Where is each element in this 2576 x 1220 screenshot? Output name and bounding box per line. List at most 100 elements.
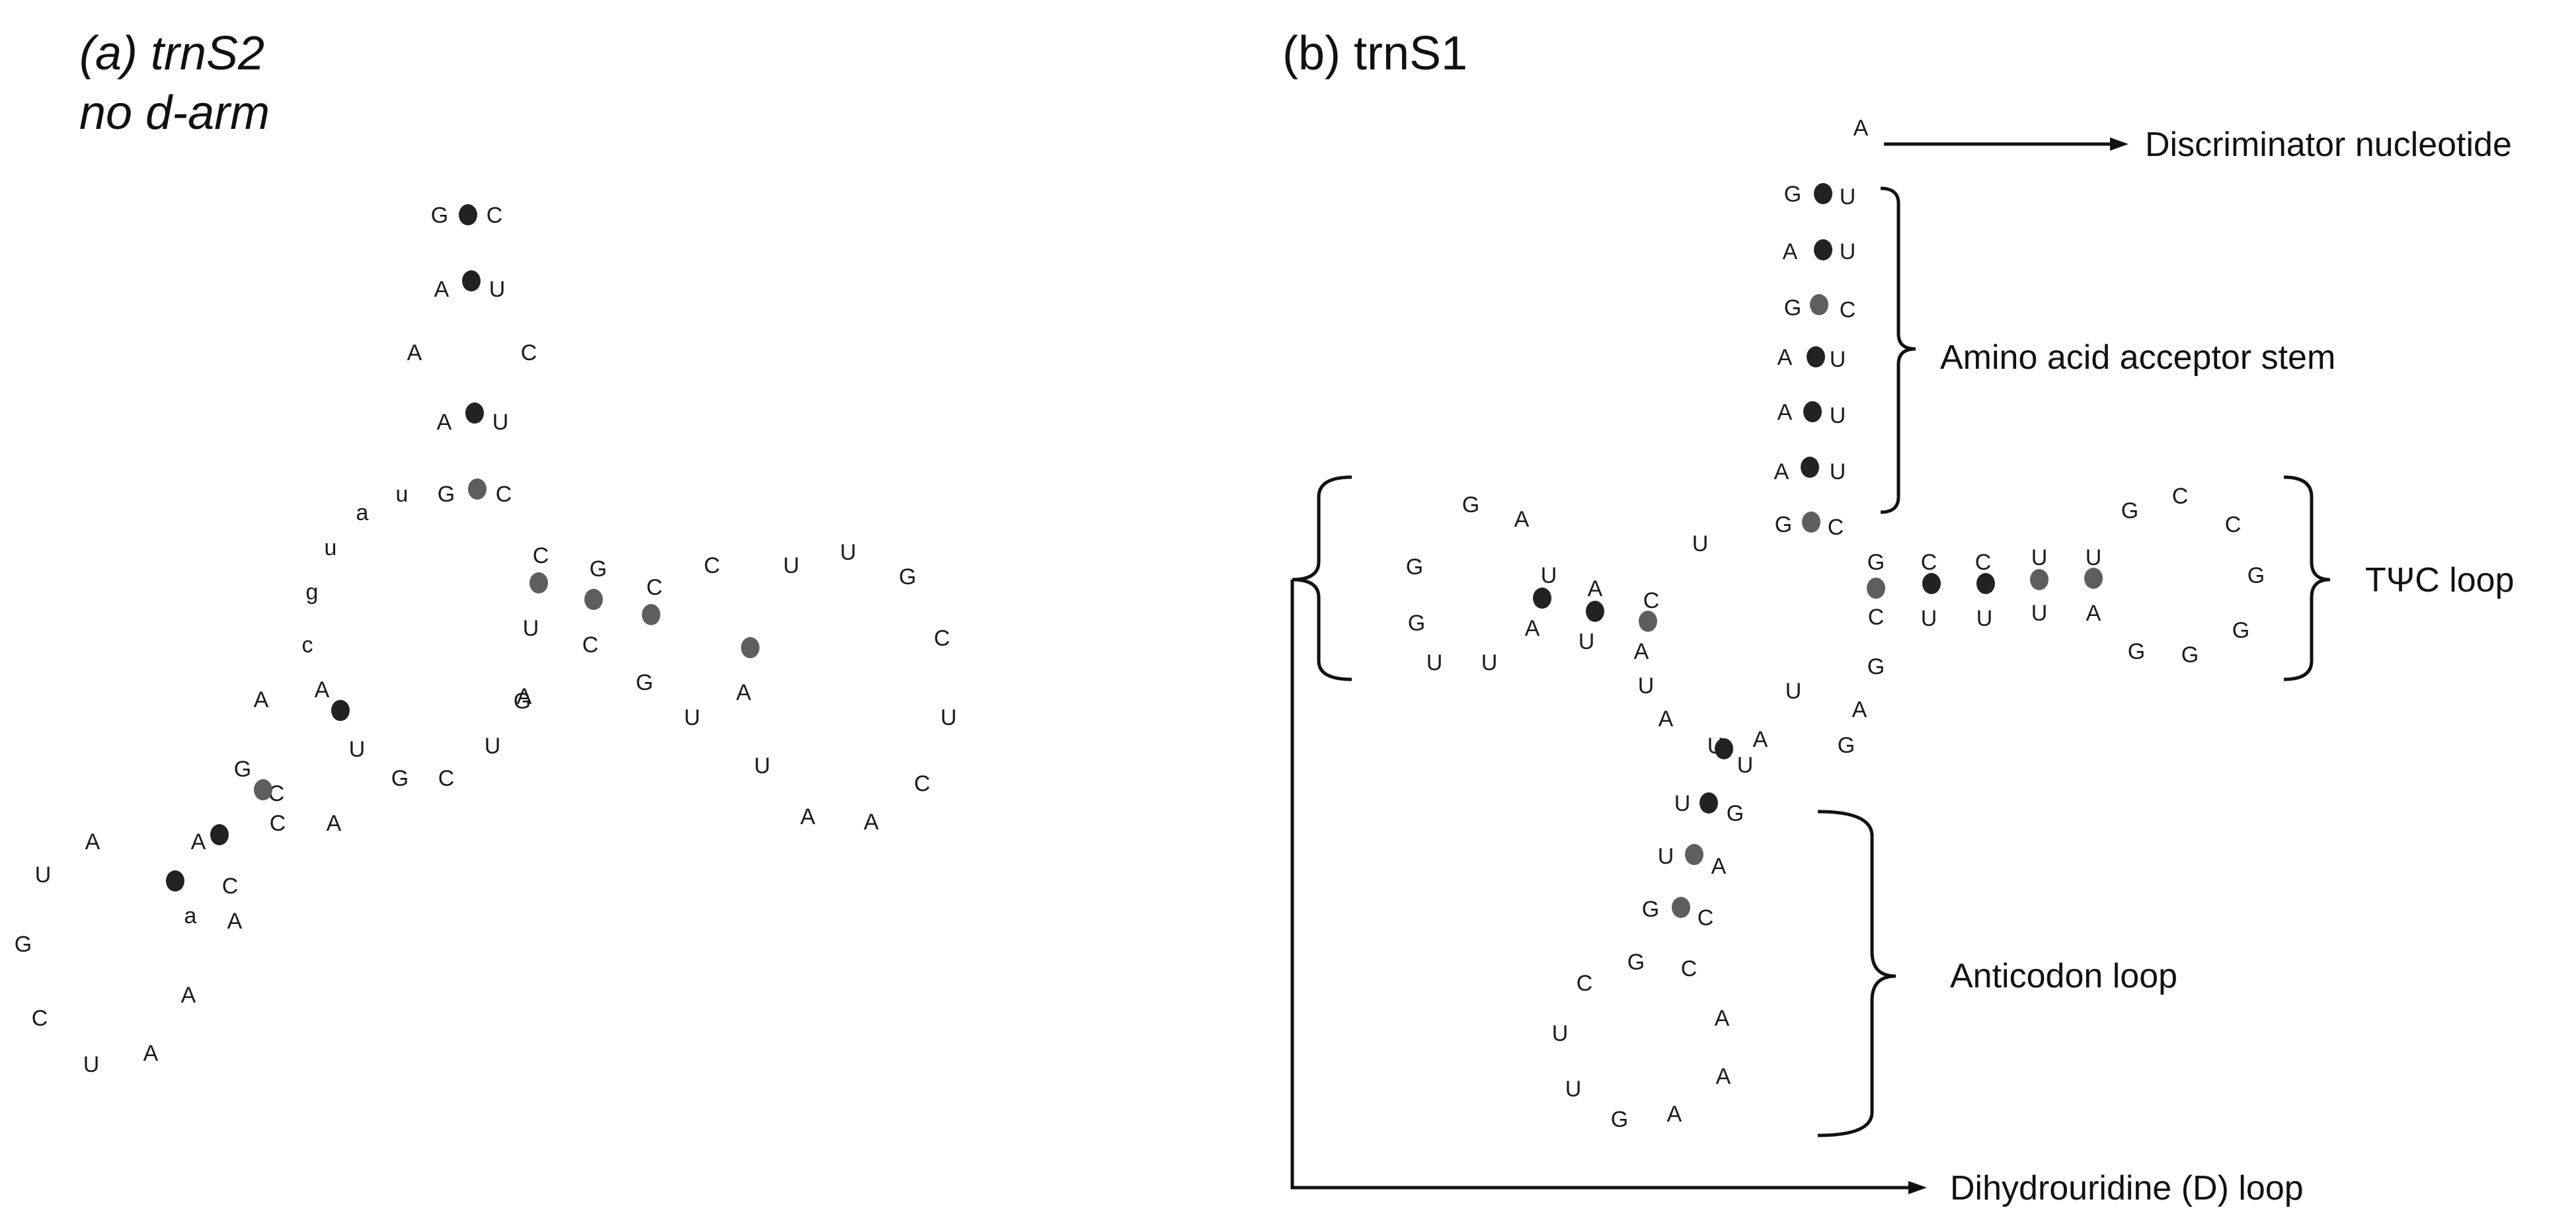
panel-a-nucleotide: U <box>349 737 366 762</box>
d-loop-label: Dihydrouridine (D) loop <box>1950 1169 2304 1207</box>
panel-a-nucleotide: g <box>306 580 319 605</box>
acceptor-stem-label: Amino acid acceptor stem <box>1940 338 2335 377</box>
panel-b-nucleotide: U <box>1840 184 1856 210</box>
panel-b-nucleotide: C <box>1868 605 1885 630</box>
anticodon-loop-bracket <box>1817 810 1896 1137</box>
panel-a-nucleotide: A <box>800 804 816 829</box>
panel-a-nucleotide: C <box>934 626 951 651</box>
panel-b-nucleotide: A <box>1711 854 1727 879</box>
anticodon-loop-label: Anticodon loop <box>1950 957 2177 995</box>
panel-b-nucleotide: A <box>1525 616 1540 641</box>
panel-b-nucleotide: U <box>1840 239 1856 264</box>
panel-a-nucleotide: c <box>302 632 313 658</box>
panel-b-nucleotide: G <box>1784 182 1801 207</box>
panel-b-base-pair-dot <box>2030 569 2049 590</box>
d-loop-arrow <box>1290 580 1914 1190</box>
panel-b-nucleotide: C <box>1975 550 1992 575</box>
panel-b-base-pair-dot <box>1639 611 1657 632</box>
d-loop-bracket <box>1292 475 1352 681</box>
panel-a-nucleotide: G <box>514 689 531 714</box>
panel-b-nucleotide: A <box>1716 1064 1731 1089</box>
panel-a-nucleotide: C <box>521 340 537 365</box>
panel-b-nucleotide: C <box>1681 956 1698 981</box>
panel-a-nucleotide: C <box>914 771 931 796</box>
panel-a-nucleotide: C <box>222 874 239 899</box>
panel-b-nucleotide: A <box>1852 697 1867 722</box>
panel-a-nucleotide: C <box>533 543 549 568</box>
panel-b-nucleotide: G <box>1784 295 1801 321</box>
panel-a-nucleotide: G <box>15 932 32 957</box>
panel-b-nucleotide: A <box>1753 727 1768 752</box>
panel-b-nucleotide: G <box>1727 801 1744 826</box>
panel-a-nucleotide: C <box>487 203 503 228</box>
panel-a-nucleotide: A <box>191 829 206 855</box>
panel-a-nucleotide: A <box>407 340 422 365</box>
panel-a-nucleotide: A <box>437 410 452 435</box>
panel-b-nucleotide: U <box>1658 844 1674 869</box>
panel-b-nucleotide: G <box>1867 550 1885 575</box>
panel-a-nucleotide: G <box>899 564 916 590</box>
panel-b-nucleotide: U <box>1976 606 1993 631</box>
panel-a-base-pair-dot <box>166 870 184 892</box>
panel-b-nucleotide: G <box>1408 611 1425 636</box>
panel-b-nucleotide: C <box>1921 550 1937 575</box>
panel-b-nucleotide: C <box>1698 905 1714 931</box>
discriminator-arrow-head <box>2110 137 2128 151</box>
panel-a-nucleotide: U <box>684 705 701 730</box>
panel-a-nucleotide: C <box>704 553 721 578</box>
panel-b-nucleotide: A <box>2086 601 2101 626</box>
panel-b-nucleotide: U <box>1674 791 1691 816</box>
panel-a-base-pair-dot <box>462 270 481 291</box>
panel-b-nucleotide: U <box>2031 601 2048 626</box>
panel-b-nucleotide: U <box>1785 679 1802 704</box>
panel-a-base-pair-dot <box>254 779 272 800</box>
panel-b-base-pair-dot <box>1807 346 1825 367</box>
acceptor-stem-bracket <box>1880 186 1916 514</box>
panel-b-nucleotide: A <box>1659 706 1674 732</box>
panel-a-nucleotide: U <box>35 862 52 888</box>
panel-a-nucleotide: G <box>431 203 448 228</box>
panel-b-nucleotide: G <box>1462 492 1479 517</box>
panel-b-nucleotide: U <box>1737 753 1754 778</box>
panel-b-nucleotide: G <box>2121 498 2138 523</box>
panel-a-nucleotide: U <box>485 734 501 759</box>
panel-b-nucleotide: G <box>1627 950 1645 975</box>
panel-b-base-pair-dot <box>1810 294 1828 315</box>
panel-b-nucleotide: C <box>1643 588 1660 613</box>
panel-b-nucleotide: G <box>2128 639 2145 664</box>
panel-b-nucleotide: C <box>1828 515 1844 540</box>
panel-a-base-pair-dot <box>459 204 477 225</box>
panel-a-subtitle: no d-arm <box>79 87 270 139</box>
panel-a-nucleotide: U <box>754 753 771 779</box>
panel-b-base-pair-dot <box>1699 792 1718 814</box>
panel-a-base-pair-dot <box>642 604 660 625</box>
panel-b-nucleotide: A <box>1774 459 1789 484</box>
panel-a-nucleotide: u <box>396 482 409 507</box>
panel-b-base-pair-dot <box>1801 457 1819 478</box>
panel-b-base-pair-dot <box>1814 239 1832 260</box>
panel-a-nucleotide: C <box>438 766 455 791</box>
panel-a-nucleotide: A <box>254 687 269 712</box>
panel-b-nucleotide: A <box>1777 400 1793 425</box>
panel-a-nucleotide: C <box>32 1006 48 1031</box>
panel-b-nucleotide: G <box>1406 554 1423 580</box>
panel-b-nucleotide: C <box>2172 484 2189 509</box>
panel-b-nucleotide: A <box>1634 639 1649 664</box>
panel-b-annotations: Discriminator nucleotide Amino acid acce… <box>1290 126 2515 1207</box>
panel-b-nucleotide: A <box>1514 507 1530 532</box>
panel-a-base-pair-dot <box>529 572 548 593</box>
panel-b-nucleotide: U <box>2086 545 2102 570</box>
panel-b-nucleotide: U <box>1830 347 1846 372</box>
panel-a-nucleotide: C <box>270 811 286 836</box>
panel-b-nucleotide: G <box>2181 642 2199 667</box>
panel-b-nucleotide: A <box>1854 116 1869 141</box>
panel-b-nucleotide: A <box>1667 1102 1682 1127</box>
panel-b-nucleotide: C <box>2225 512 2242 537</box>
panel-b-nucleotide: U <box>1552 1021 1569 1046</box>
panel-b-base-pair-dot <box>1867 578 1885 599</box>
panel-b-base-pair-dot <box>1802 512 1820 533</box>
panel-b-nucleotide: G <box>1775 512 1792 537</box>
panel-b-base-pair-dot <box>1672 897 1690 918</box>
panel-b-nucleotide: G <box>1838 733 1855 758</box>
